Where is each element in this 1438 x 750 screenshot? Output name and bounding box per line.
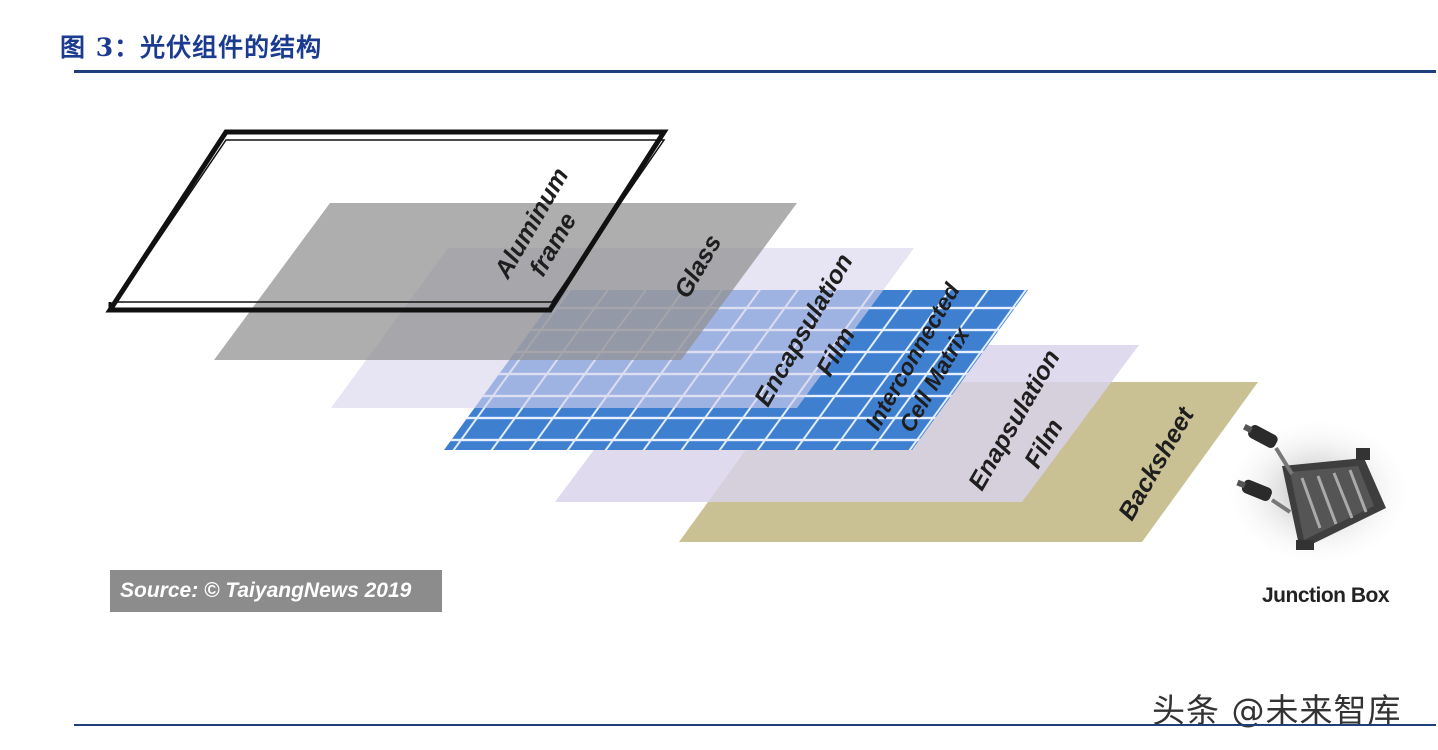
junction-box-icon xyxy=(1230,422,1406,562)
watermark: 头条 @未来智库 xyxy=(1152,691,1402,730)
junction-box-label: Junction Box xyxy=(1262,584,1390,607)
bottom-rule xyxy=(74,724,1436,726)
source-caption: Source: © TaiyangNews 2019 xyxy=(110,570,442,612)
glass-layer xyxy=(214,203,797,360)
aluminum-frame xyxy=(105,129,669,313)
top-rule xyxy=(74,70,1436,73)
figure-title: 图 3：光伏组件的结构 xyxy=(60,33,323,62)
